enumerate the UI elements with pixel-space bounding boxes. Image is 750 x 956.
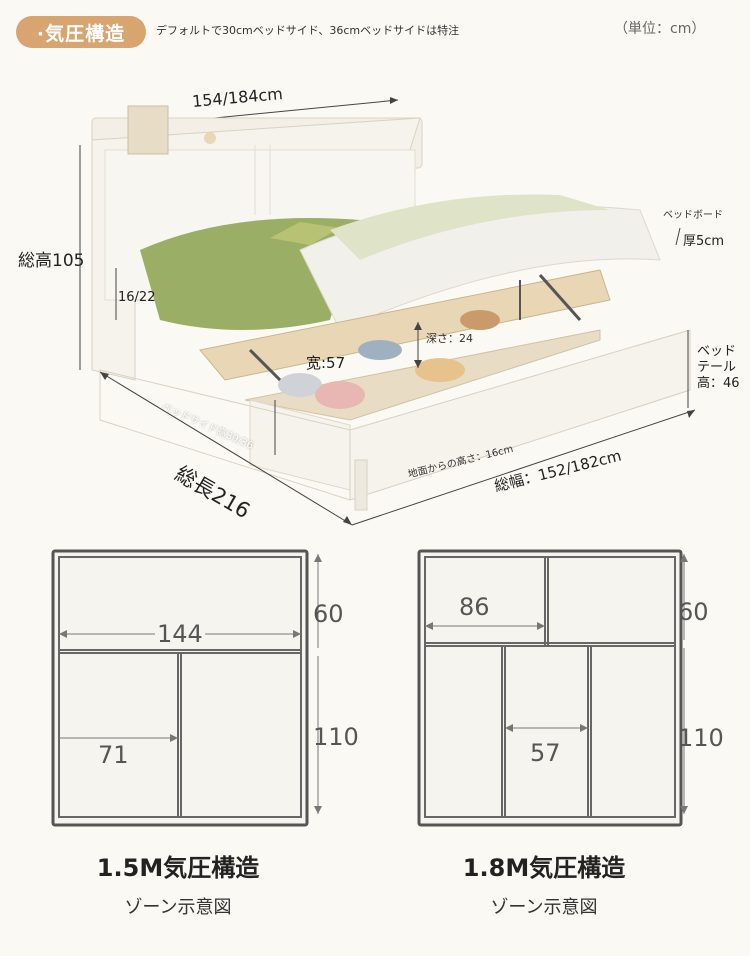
width-144-label: 144 [155, 620, 205, 648]
zone-diagram-1-8m [417, 549, 688, 827]
left-diagram-title: 1.5M気圧構造 [96, 854, 260, 882]
zone-57-label: 57 [530, 739, 561, 767]
default-side-note: デフォルトで30cmベッドサイド、36cmベッドサイドは特注 [156, 24, 460, 37]
footboard-label-3: 高：46 [697, 376, 740, 391]
headboard-thickness-label-2: 厚5cm [683, 234, 725, 249]
zone-71-label: 71 [98, 741, 129, 769]
headboard-thickness-label-1: ベッドボード [663, 210, 723, 221]
total-height-label: 総高105 [18, 251, 85, 271]
left-diagram-subtitle: ゾーン示意図 [124, 897, 232, 918]
left-top-depth-label: 60 [313, 600, 344, 628]
zone-diagram-1-5m [51, 549, 322, 827]
right-bottom-depth-label: 110 [678, 724, 724, 752]
footboard-label-1: ベッド [697, 344, 737, 359]
right-diagram-title: 1.8M気圧構造 [462, 854, 626, 882]
inner-width-label: 宽:57 [306, 354, 346, 372]
headboard-step-label: 16/22 [118, 290, 156, 305]
zone-86-label: 86 [459, 593, 490, 621]
section-badge: ·気圧構造 [16, 16, 146, 48]
footboard-label-2: テール [697, 360, 737, 375]
right-top-depth-label: 60 [678, 598, 709, 626]
unit-label: （単位：cm） [614, 21, 706, 37]
right-diagram-subtitle: ゾーン示意図 [490, 897, 598, 918]
depth-label: 深さ：24 [426, 332, 473, 345]
left-bottom-depth-label: 110 [313, 723, 359, 751]
bed-illustration [79, 97, 696, 526]
